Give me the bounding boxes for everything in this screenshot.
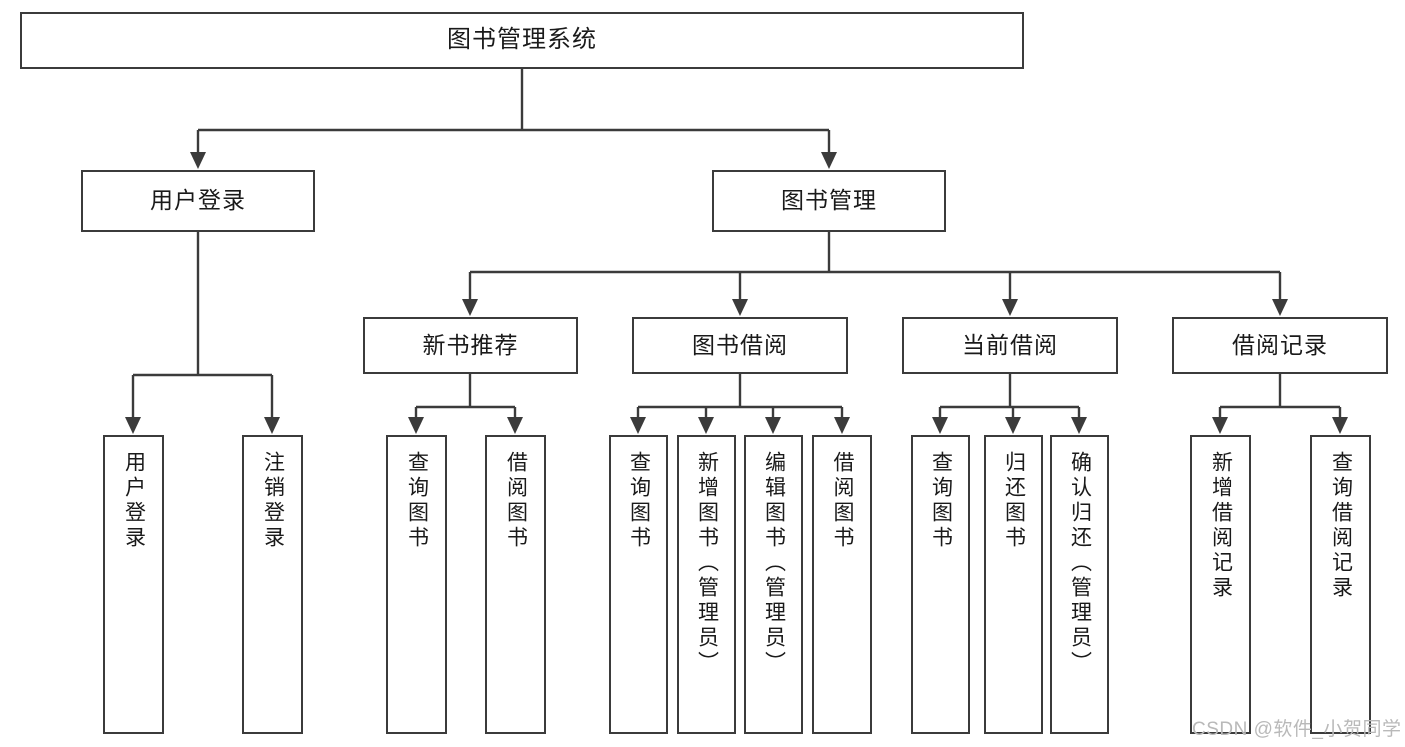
node-leaf-query-book-borrow-label: 查询图书 [627,451,651,551]
node-leaf-query-book-rec[interactable]: 查询图书 [386,435,447,734]
node-leaf-user-login[interactable]: 用户登录 [103,435,164,734]
connector-arrowhead [765,417,781,434]
connector-arrowhead [264,417,280,434]
node-root-title[interactable]: 图书管理系统 [20,12,1024,69]
node-leaf-borrow-book-rec-label: 借阅图书 [504,451,528,551]
connector-arrowhead [507,417,523,434]
connector-arrowhead [732,299,748,316]
connector-arrowhead [1002,299,1018,316]
node-leaf-query-book-rec-label: 查询图书 [405,451,429,551]
node-leaf-user-logout[interactable]: 注销登录 [242,435,303,734]
node-user-login[interactable]: 用户登录 [81,170,315,232]
node-leaf-add-book-label: 新增图书（管理员） [695,451,719,676]
connector-arrowhead [821,152,837,169]
node-new-book-rec[interactable]: 新书推荐 [363,317,578,374]
node-leaf-borrow-book-label: 借阅图书 [831,451,855,551]
connector-arrowhead [1332,417,1348,434]
connector-arrowhead [698,417,714,434]
node-leaf-query-record[interactable]: 查询借阅记录 [1310,435,1371,734]
node-leaf-return-book[interactable]: 归还图书 [984,435,1043,734]
node-leaf-query-book-cur[interactable]: 查询图书 [911,435,970,734]
node-borrow-record-label: 借阅记录 [1232,331,1328,358]
node-leaf-user-logout-label: 注销登录 [261,451,285,551]
node-leaf-query-book-cur-label: 查询图书 [929,451,953,551]
connector-arrowhead [932,417,948,434]
node-book-borrow[interactable]: 图书借阅 [632,317,848,374]
connector-arrowhead [190,152,206,169]
node-leaf-add-record-label: 新增借阅记录 [1209,451,1233,601]
node-current-borrow-label: 当前借阅 [962,331,1058,358]
node-book-borrow-label: 图书借阅 [692,331,788,358]
node-current-borrow[interactable]: 当前借阅 [902,317,1118,374]
connector-arrowhead [462,299,478,316]
node-leaf-query-record-label: 查询借阅记录 [1329,451,1353,601]
connector-arrowhead [1272,299,1288,316]
node-leaf-return-book-label: 归还图书 [1002,451,1026,551]
node-leaf-add-record[interactable]: 新增借阅记录 [1190,435,1251,734]
node-leaf-edit-book-label: 编辑图书（管理员） [762,451,786,676]
connector-arrowhead [630,417,646,434]
node-leaf-borrow-book[interactable]: 借阅图书 [812,435,872,734]
node-leaf-query-book-borrow[interactable]: 查询图书 [609,435,668,734]
node-leaf-borrow-book-rec[interactable]: 借阅图书 [485,435,546,734]
node-user-login-label: 用户登录 [150,187,246,214]
node-book-manage[interactable]: 图书管理 [712,170,946,232]
node-root-title-label: 图书管理系统 [447,26,597,54]
node-leaf-confirm-return-label: 确认归还（管理员） [1068,451,1092,676]
connector-arrowhead [1212,417,1228,434]
connector-arrowhead [1005,417,1021,434]
connector-arrowhead [834,417,850,434]
node-leaf-add-book[interactable]: 新增图书（管理员） [677,435,736,734]
node-borrow-record[interactable]: 借阅记录 [1172,317,1388,374]
connector-arrowhead [1071,417,1087,434]
connector-arrowhead [125,417,141,434]
node-new-book-rec-label: 新书推荐 [422,331,519,358]
node-leaf-confirm-return[interactable]: 确认归还（管理员） [1050,435,1109,734]
connector-arrowhead [408,417,424,434]
node-book-manage-label: 图书管理 [781,187,877,214]
node-leaf-user-login-label: 用户登录 [122,451,146,551]
node-leaf-edit-book[interactable]: 编辑图书（管理员） [744,435,803,734]
